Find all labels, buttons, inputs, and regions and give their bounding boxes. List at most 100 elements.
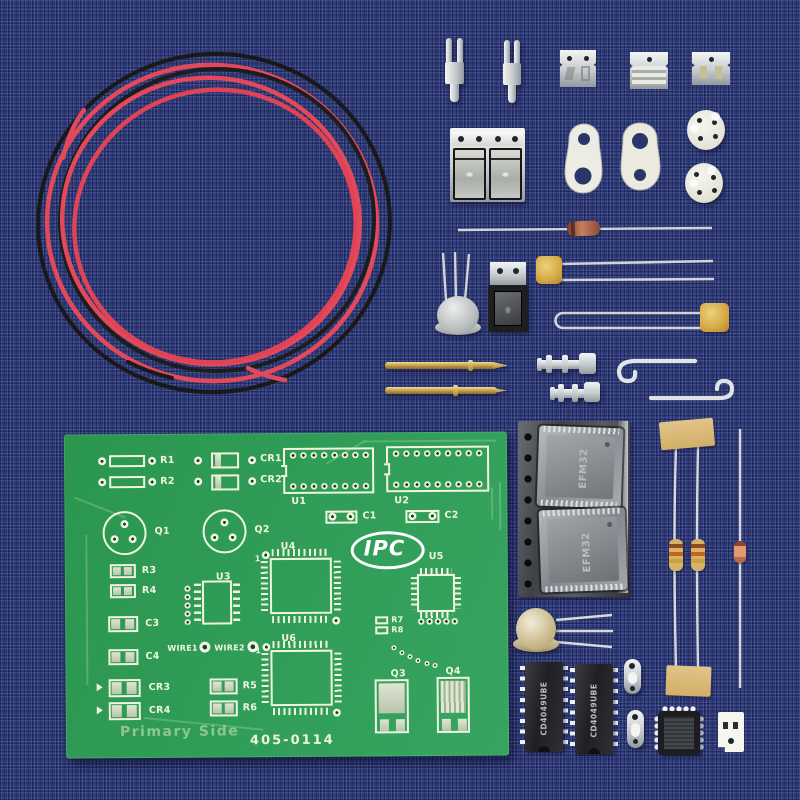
metal-clip <box>560 50 596 87</box>
substrate-pad <box>733 722 738 729</box>
lug-hole <box>629 663 635 669</box>
bifurcated-terminal <box>503 40 522 103</box>
qfp-marking: EFM32 <box>577 448 591 489</box>
masking-tape <box>658 417 716 451</box>
dip-notch <box>538 746 550 752</box>
oval-lug <box>624 659 641 694</box>
teardrop-lug <box>564 123 603 194</box>
cell-dimple <box>502 172 509 177</box>
clip-hole <box>584 56 589 61</box>
terminal-body <box>503 63 521 85</box>
black-wire-end <box>126 360 174 380</box>
capacitor-lead <box>559 277 715 282</box>
metal-standoff <box>550 380 602 402</box>
strip-hole <box>512 136 518 142</box>
dip-marking: CD4049UBE <box>589 683 599 738</box>
transistor-lead <box>463 253 471 301</box>
pin-shaft <box>385 362 495 369</box>
pin-collar <box>468 360 473 371</box>
clip-hole <box>567 56 572 61</box>
terminal-pin <box>508 85 516 103</box>
red-wire-end <box>245 365 288 383</box>
tab-hole <box>497 268 503 274</box>
red-wire-end <box>60 107 87 161</box>
cell-line <box>491 158 520 160</box>
disc-hole <box>698 136 703 141</box>
qfp-marking: EFM32 <box>580 532 594 573</box>
dip-body: CD4049UBE <box>525 662 563 752</box>
terminal-prong <box>446 38 452 65</box>
lug-slot <box>628 672 637 684</box>
substrate-hole <box>728 738 734 744</box>
qfp-leads <box>542 507 621 517</box>
tab-hole <box>513 268 519 274</box>
black-wire-loop <box>36 51 392 395</box>
pin-shaft <box>385 387 497 394</box>
sprocket-holes <box>522 427 534 591</box>
qfp-chip: EFM32 <box>536 425 624 509</box>
clip-hole <box>709 57 714 62</box>
dual-clip-block <box>450 128 525 202</box>
disc-dimple <box>689 179 698 188</box>
lug-hole <box>574 167 592 185</box>
wire-coil <box>36 51 392 395</box>
wire-hook <box>648 378 735 401</box>
dip16-ic: CD4049UBE <box>570 664 618 754</box>
clip-hole <box>647 57 652 62</box>
standoff-cap <box>550 387 555 400</box>
dip-leads <box>612 668 618 752</box>
clip-slot <box>700 66 707 79</box>
disc-hole <box>697 118 702 123</box>
disc-dimple <box>690 124 699 133</box>
dip-leads <box>562 666 568 750</box>
substrate-pad <box>723 722 728 729</box>
can-body <box>437 296 479 334</box>
standoff-head <box>584 382 600 402</box>
disc-hole <box>712 120 717 125</box>
dip-marking: CD4049UBE <box>539 681 549 736</box>
pin-tip <box>495 388 507 393</box>
yellow-capacitor <box>700 303 729 332</box>
clip-etch <box>581 66 590 81</box>
standoff-flange <box>558 384 564 402</box>
disc-dimple <box>711 112 720 121</box>
clip-top-strip <box>452 132 523 146</box>
pin-tip <box>493 362 508 369</box>
lug-hole <box>632 133 648 149</box>
tab-transistor <box>488 262 528 332</box>
qfn-body <box>658 711 700 755</box>
transistor-tab <box>490 262 526 286</box>
qfn-die-marking <box>664 717 694 749</box>
standoff-flange <box>572 384 578 402</box>
to39-can-transistor <box>435 296 481 336</box>
terminal-pin <box>450 84 459 102</box>
film-edge-highlight <box>618 421 628 593</box>
lug-hole <box>632 714 638 720</box>
cell-line <box>455 158 484 160</box>
dip-notch <box>588 748 600 754</box>
qfn-chip <box>654 706 704 756</box>
glass-diode-small <box>734 541 746 563</box>
disc-hole <box>713 134 718 139</box>
ceramic-substrate <box>718 712 744 752</box>
yellow-capacitor <box>536 256 562 284</box>
lug-hole <box>630 686 635 691</box>
lug-hole <box>634 169 646 181</box>
transistor-lead <box>453 251 458 301</box>
strip-hole <box>476 136 482 142</box>
transistor-lead <box>555 640 613 649</box>
qfn-pads <box>654 716 660 750</box>
standoff-head <box>579 353 596 374</box>
bifurcated-terminal <box>445 38 465 102</box>
qfn-pads <box>698 716 704 750</box>
terminal-prong <box>504 40 510 66</box>
axial-resistor <box>669 539 683 571</box>
capacitor-lead <box>559 259 714 266</box>
clip-cell <box>489 148 522 200</box>
teardrop-lug <box>620 122 661 191</box>
metal-clip <box>692 52 730 85</box>
strip-hole <box>495 136 501 142</box>
standoff-flange <box>546 355 552 373</box>
